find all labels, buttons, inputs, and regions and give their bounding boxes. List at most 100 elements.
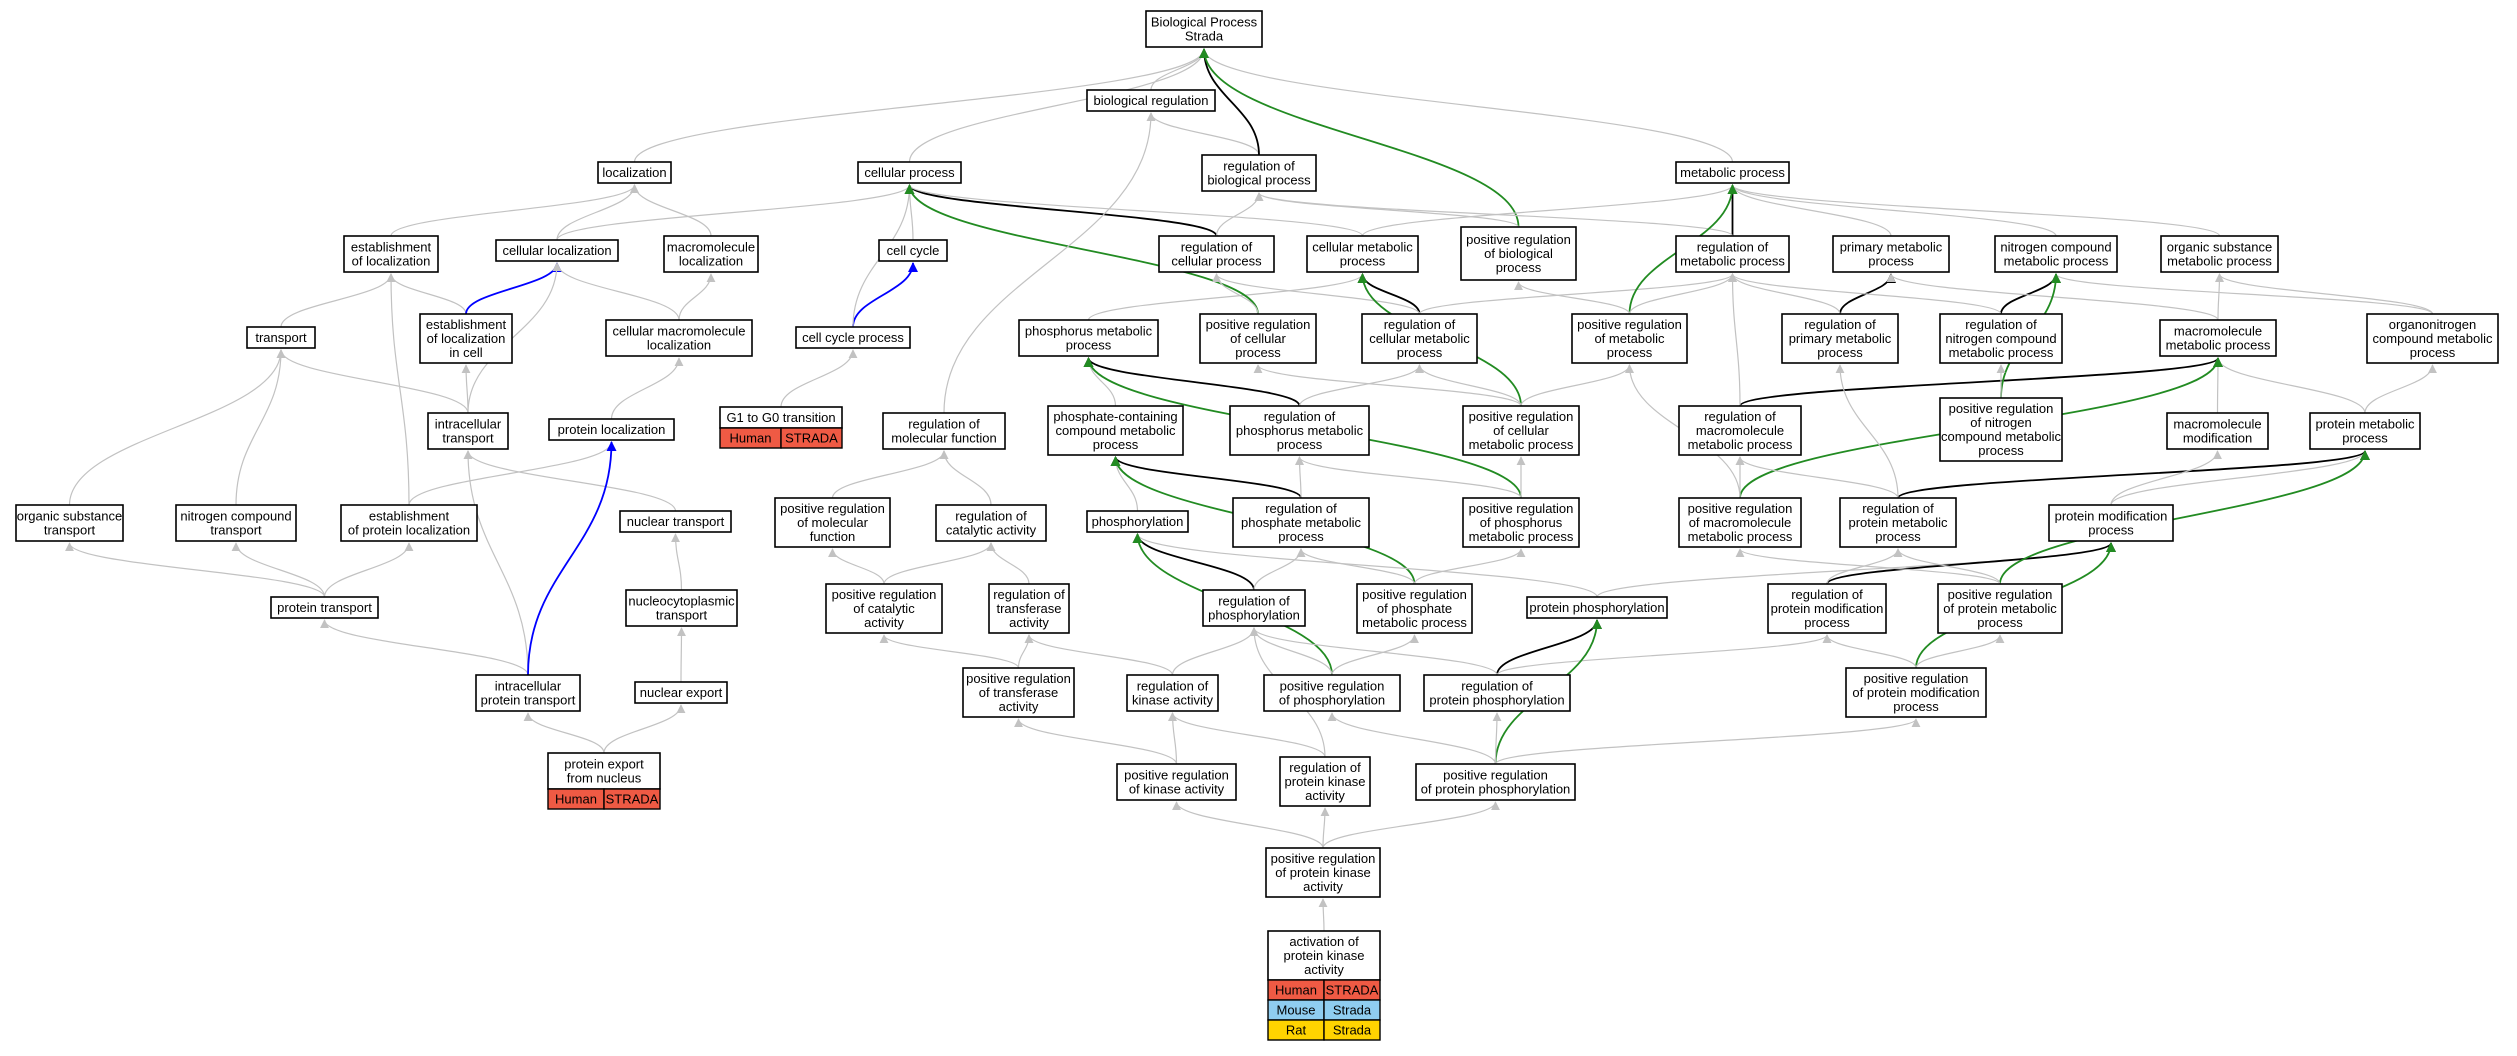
node-label: positive regulation [1206, 317, 1311, 332]
edge-pphos-to-phos [1133, 533, 1598, 598]
node-phos[interactable]: phosphorylation [1086, 510, 1189, 533]
node-box [857, 161, 962, 184]
node-box [548, 418, 675, 441]
edge-rphmp-to-rcmp [1298, 364, 1424, 407]
node-pphos[interactable]: protein phosphorylation [1526, 596, 1668, 619]
node-nexp[interactable]: nuclear export [634, 681, 728, 704]
node-box [1126, 674, 1219, 712]
node-box [547, 752, 661, 790]
node-label: regulation of [1965, 317, 2037, 332]
node-ploc[interactable]: protein localization [548, 418, 675, 441]
node-box [1267, 930, 1381, 981]
node-cc[interactable]: cell cycle [878, 239, 948, 262]
node-cloc[interactable]: cellular localization [495, 239, 619, 262]
node-box [1306, 235, 1419, 273]
node-mp[interactable]: metabolic process [1675, 161, 1790, 184]
edge-ostrans-to-transport [68, 349, 286, 506]
node-label: biological process [1207, 173, 1311, 188]
node-label: of protein metabolic [1943, 601, 2057, 616]
edge-pmp-to-mp [1728, 184, 1892, 237]
edge-cloc-to-cp [556, 184, 914, 241]
node-label: regulation of [1862, 501, 1934, 516]
node-label: process [1496, 260, 1542, 275]
node-label: transport [255, 330, 307, 345]
node-transport[interactable]: transport [246, 326, 316, 349]
node-label: positive regulation [1688, 501, 1793, 516]
edge-iptrans-to-itrans [463, 450, 529, 676]
edge-rbp-to-bp [1199, 48, 1260, 156]
node-ccp[interactable]: cell cycle process [795, 326, 911, 349]
node-ntrans[interactable]: nuclear transport [619, 510, 732, 533]
node-label: positive regulation [1443, 768, 1548, 783]
node-ptrans[interactable]: protein transport [270, 596, 379, 619]
node-loc[interactable]: localization [597, 161, 672, 184]
edge-prta-to-rta [1017, 634, 1034, 669]
node-cp[interactable]: cellular process [857, 161, 962, 184]
node-breg[interactable]: biological regulation [1086, 89, 1216, 112]
node-label: positive regulation [1466, 232, 1571, 247]
node-box [1018, 319, 1159, 357]
node-label: process [1277, 437, 1323, 452]
